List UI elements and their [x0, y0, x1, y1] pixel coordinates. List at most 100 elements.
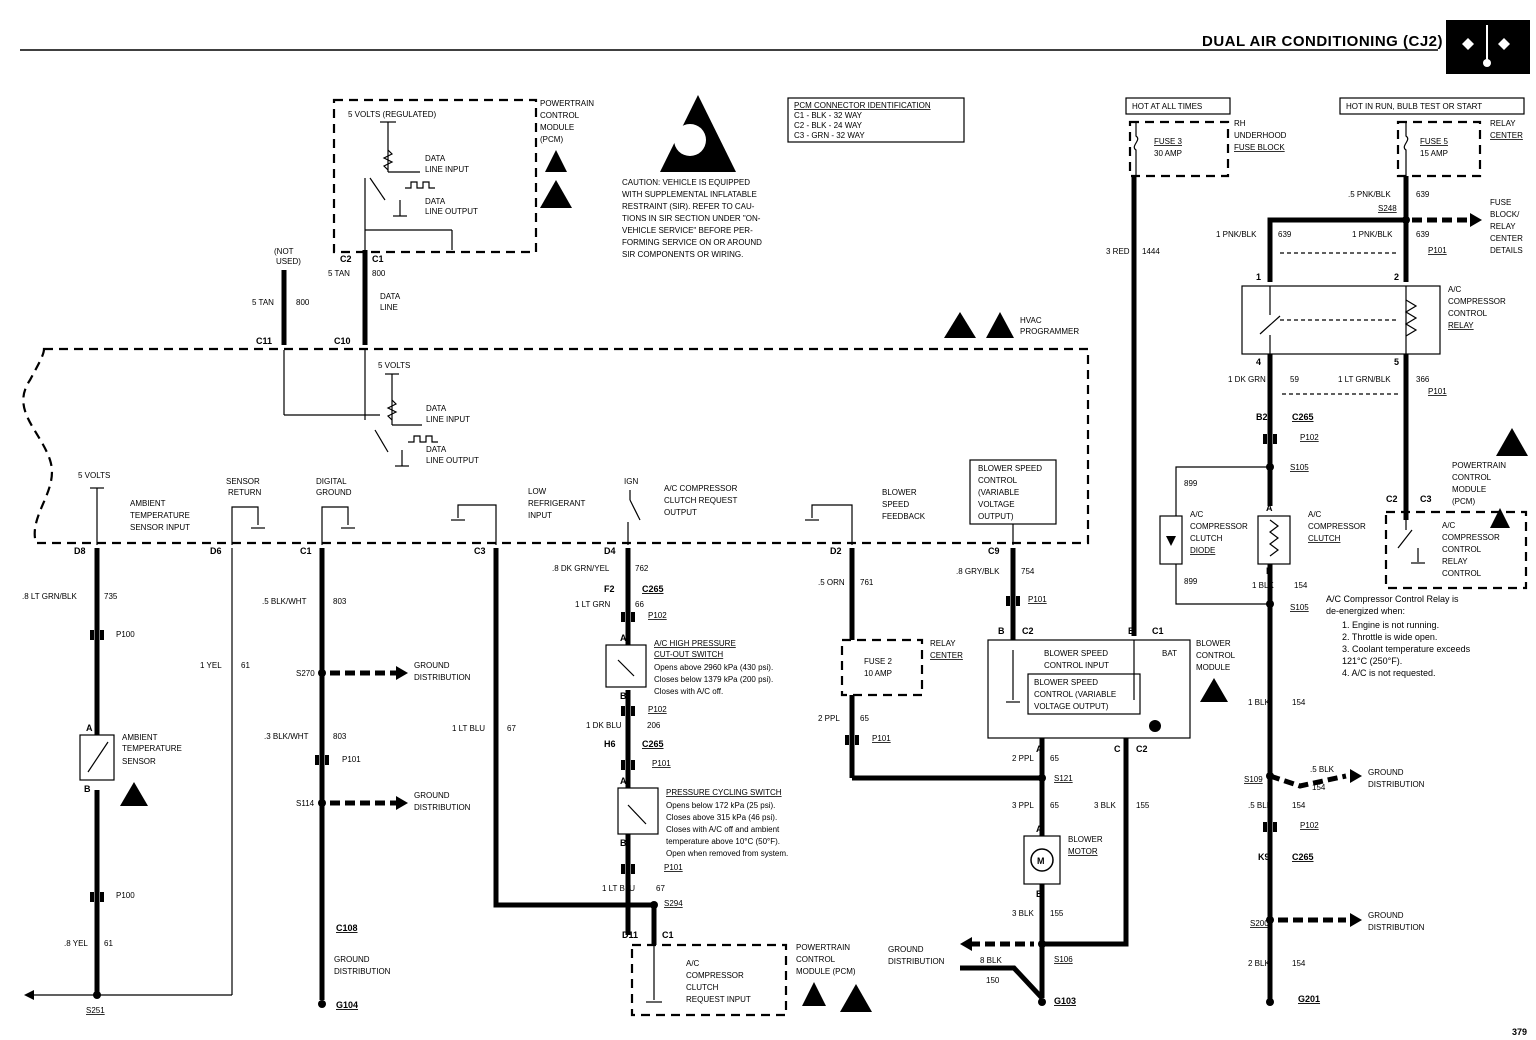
- fuse-detail-label: FUSE: [1490, 198, 1511, 207]
- wire-label: .8 YEL: [64, 939, 88, 948]
- wire-number: 65: [860, 714, 869, 723]
- pcm-right-inner: COMPRESSOR: [1442, 533, 1500, 542]
- connector-label: C108: [336, 923, 358, 933]
- esd-icon: [986, 312, 1014, 338]
- pin-label: D11: [622, 930, 638, 940]
- pin-label: D8: [74, 546, 86, 556]
- wire-label: 3 BLK: [1012, 909, 1034, 918]
- wire-number: 754: [1021, 567, 1035, 576]
- wire-label: 1 LT BLU: [452, 724, 485, 733]
- relay-note-title: A/C Compressor Control Relay is: [1326, 594, 1459, 604]
- data-line-label: DATA: [380, 292, 401, 301]
- hp-note: Opens above 2960 kPa (430 psi).: [654, 663, 773, 672]
- esd-icon: [802, 982, 826, 1006]
- pcm-label: CONTROL: [796, 955, 836, 964]
- splice-label: S248: [1378, 204, 1397, 213]
- svg-text:TIONS IN SIR SECTION UNDER "ON: TIONS IN SIR SECTION UNDER "ON-: [622, 214, 761, 223]
- low-ref-wire: [493, 548, 654, 908]
- connector-label: P102: [1300, 821, 1319, 830]
- ac-compressor-clutch: [1257, 515, 1291, 565]
- heat-icon: [1498, 38, 1510, 50]
- wire-label: .5 BLK: [1248, 801, 1273, 810]
- connector-label: P101: [342, 755, 361, 764]
- wire-label: 1 LT GRN/BLK: [1338, 375, 1391, 384]
- blower-ctrl-label: (VARIABLE: [978, 488, 1019, 497]
- wire-label: .5 BLK: [1310, 765, 1335, 774]
- reference-icon: [120, 782, 148, 806]
- motor-icon: [1030, 848, 1054, 872]
- wire-number: 155: [1136, 801, 1150, 810]
- clutch-label: COMPRESSOR: [1308, 522, 1366, 531]
- connector-label: C2: [1386, 494, 1398, 504]
- blower-output-label: BLOWER SPEED: [1034, 678, 1098, 687]
- wire-label: 2 PPL: [818, 714, 840, 723]
- reference-icon: [840, 984, 872, 1012]
- pin-label: A: [1266, 503, 1273, 513]
- wire-label: .8 GRY/BLK: [956, 567, 1000, 576]
- fuse2-box: [840, 638, 924, 697]
- splice-label: S270: [296, 669, 315, 678]
- connector-label: C10: [334, 336, 351, 346]
- wire-number: 762: [635, 564, 649, 573]
- wire-number: 154: [1294, 581, 1308, 590]
- ground-dist-label: DISTRIBUTION: [1368, 923, 1425, 932]
- five-volts-label: 5 VOLTS: [78, 471, 110, 480]
- pin-label: F2: [604, 584, 615, 594]
- ground-icon: [1266, 998, 1274, 1006]
- ground-label: G201: [1298, 994, 1320, 1004]
- pc-note: temperature above 10°C (50°F).: [666, 837, 780, 846]
- wire-label: 1 BLK: [1252, 581, 1274, 590]
- fuse-label: FUSE 3: [1154, 137, 1183, 146]
- wire-number: 150: [986, 976, 1000, 985]
- connector-label: P101: [1028, 595, 1047, 604]
- pcm-right-box: [1384, 510, 1528, 590]
- hvac-label: HVAC: [1020, 316, 1042, 325]
- pcm-input-label: CLUTCH: [686, 983, 719, 992]
- pcm-connector-line: C3 - GRN - 32 WAY: [794, 131, 865, 140]
- ac-request-label: A/C COMPRESSOR: [664, 484, 738, 493]
- relay-note: 1. Engine is not running.: [1342, 620, 1439, 630]
- wire-label: 1 LT GRN: [575, 600, 610, 609]
- wire-number: 800: [296, 298, 310, 307]
- connector-label: C1: [1152, 626, 1164, 636]
- arrow-right-icon: [1350, 769, 1362, 783]
- fuse-detail-label: CENTER: [1490, 234, 1523, 243]
- ground-dist-label: DISTRIBUTION: [414, 803, 471, 812]
- pressure-cycling-switch: [617, 787, 659, 835]
- low-ref-label: INPUT: [528, 511, 552, 520]
- wire-label: 1 LT BLU: [602, 884, 635, 893]
- ground-dist-label: GROUND: [414, 791, 450, 800]
- pin-label: A: [1036, 824, 1043, 834]
- blower-motor-label: BLOWER: [1068, 835, 1103, 844]
- wire-label: .8 LT GRN/BLK: [22, 592, 78, 601]
- relay-center-label: CENTER: [930, 651, 963, 660]
- arrow-left-icon: [24, 990, 34, 1000]
- wire-label: .8 DK GRN/YEL: [552, 564, 610, 573]
- splice-label: S114: [296, 799, 315, 808]
- ambient-input-label: AMBIENT: [130, 499, 166, 508]
- blower-fb-label: FEEDBACK: [882, 512, 926, 521]
- not-used-label: (NOT: [274, 247, 294, 256]
- fuse-icon: [1133, 122, 1139, 176]
- relay-note-title: de-energized when:: [1326, 606, 1405, 616]
- clutch-label: A/C: [1308, 510, 1322, 519]
- wire-number: 639: [1278, 230, 1292, 239]
- splice-label: S105: [1290, 463, 1309, 472]
- hot-label: HOT IN RUN, BULB TEST OR START: [1346, 102, 1482, 111]
- ground-dist-label: GROUND: [1368, 768, 1404, 777]
- wire-number: 154: [1292, 959, 1306, 968]
- pcm-right-inner: CONTROL: [1442, 569, 1482, 578]
- fuse-label: 10 AMP: [864, 669, 892, 678]
- ign-label: IGN: [624, 477, 638, 486]
- ground-dist-label: GROUND: [1368, 911, 1404, 920]
- pullup-resistor: [386, 399, 398, 421]
- wire-label: 3 RED: [1106, 247, 1130, 256]
- reference-icon: [1496, 428, 1528, 456]
- wire-number: 1444: [1142, 247, 1160, 256]
- wire-number: 67: [656, 884, 665, 893]
- arrow-right-icon: [396, 796, 408, 810]
- fuse-block-label: FUSE BLOCK: [1234, 143, 1285, 152]
- wire-label: 2 PPL: [1012, 754, 1034, 763]
- wire-number: 639: [1416, 230, 1430, 239]
- pcm-connector-heading: PCM CONNECTOR IDENTIFICATION: [794, 101, 931, 110]
